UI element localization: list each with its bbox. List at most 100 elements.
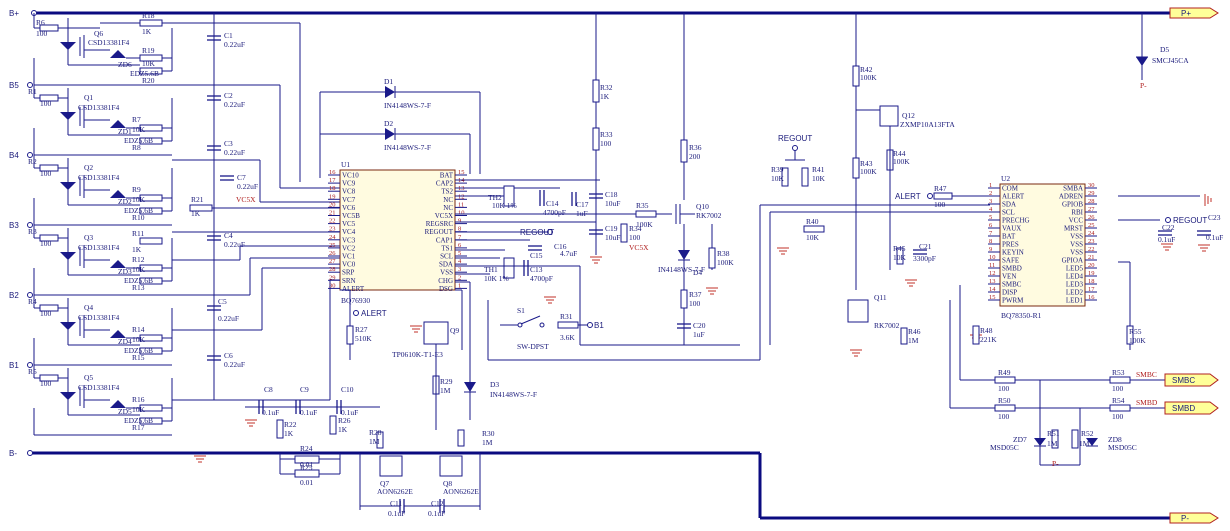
c3-value: 0.22uF <box>224 148 245 157</box>
b-minus-port[interactable]: B- <box>9 449 17 458</box>
b5-port[interactable]: B5 <box>9 81 19 90</box>
u2-pin-name: ADREN <box>1059 193 1083 201</box>
r9-value: 10K <box>132 195 146 204</box>
u1-pin-number: 25 <box>329 242 336 249</box>
c5-ref: C5 <box>218 297 227 306</box>
alert-net-u1: ALERT <box>361 309 387 318</box>
c13-value: 4700pF <box>530 274 553 283</box>
c18-value: 10uF <box>605 199 620 208</box>
r38-ref: R38 <box>717 249 730 258</box>
r55-value: 100K <box>1129 336 1146 345</box>
q10-part: RK7002 <box>696 211 722 220</box>
r18-value: 1K <box>142 27 152 36</box>
c1-value: 0.22uF <box>224 40 245 49</box>
u2-pin-number: 18 <box>1088 278 1095 285</box>
u2-pin-number: 12 <box>989 270 996 277</box>
c16-value: 4.7uF <box>560 249 577 258</box>
input-resistor-labels: R6 100 R1 100 R2 100 R3 100 R4 100 R5 10… <box>28 18 52 388</box>
r29-value: 1M <box>440 386 451 395</box>
u1-pin-number: 12 <box>458 193 465 200</box>
u2-pin-name: GPIOA <box>1062 257 1083 265</box>
r2-ref: R2 <box>28 157 37 166</box>
balance-cell-5 <box>33 365 173 436</box>
r27-value: 510K <box>355 334 372 343</box>
u1-pin-number: 24 <box>329 234 336 241</box>
u1-part: BQ76930 <box>341 296 370 305</box>
r28-value: 1M <box>369 437 380 446</box>
zd2-ref: ZD2 <box>118 197 132 206</box>
u1-pin-number: 16 <box>329 169 336 176</box>
c22-value: 0.1uF <box>1158 235 1175 244</box>
u1-pin-name: REGOUT <box>425 228 454 236</box>
d1-part: IN4148WS-7-F <box>384 101 431 110</box>
r14-ref: R14 <box>132 325 145 334</box>
u1-pin-number: 18 <box>329 185 336 192</box>
u1-pin-number: 29 <box>329 274 336 281</box>
u1-pin-number: 19 <box>329 193 336 200</box>
b4-port[interactable]: B4 <box>9 151 19 160</box>
r36-ref: R36 <box>689 143 702 152</box>
c6-value: 0.22uF <box>224 360 245 369</box>
r25-value: 0.01 <box>300 478 313 487</box>
smbd-port[interactable]: SMBD <box>1164 401 1219 415</box>
r3-ref: R3 <box>28 227 37 236</box>
smbus-p-minus: P- <box>1052 459 1059 468</box>
r19-value: 10K <box>142 59 156 68</box>
u2-part: BQ78350-R1 <box>1001 311 1042 320</box>
th2-value: 10K 1% <box>492 201 517 210</box>
q7-part: AON6262E <box>377 487 413 496</box>
u2-pin-name: SMBA <box>1063 185 1083 193</box>
r31-ref: R31 <box>560 312 573 321</box>
u2-pin-number: 4 <box>989 206 993 213</box>
r8-ref: R8 <box>132 143 141 152</box>
zd3-part: EDZ5.6B <box>124 276 153 285</box>
c11-value: 0.1uF <box>388 509 405 518</box>
r18-ref: R18 <box>142 11 155 20</box>
r40-ref: R40 <box>806 217 819 226</box>
smbus-section: R49 100 R50 100 R53 100 R54 100 SMBC SMB… <box>949 285 1165 468</box>
u2-pin-number: 3 <box>989 198 992 205</box>
r20-ref: R20 <box>142 76 155 85</box>
r47-value: 100 <box>934 200 946 209</box>
zd5-ref: ZD5 <box>118 407 132 416</box>
r54-value: 100 <box>1112 412 1124 421</box>
r31-value: 3.6K <box>560 333 575 342</box>
protection-fets: R28 1M Q7 AON6262E R30 1M Q8 AON6262E C1… <box>359 428 495 518</box>
c14-value: 4700pF <box>543 208 566 217</box>
r46-ref: R46 <box>908 327 921 336</box>
p-plus-port[interactable]: P+ <box>1169 7 1219 19</box>
u1-pin-name: SDA <box>439 261 453 269</box>
r44-ref: R44 <box>893 149 906 158</box>
u1-pin-name: VC4 <box>342 228 356 236</box>
smbd-net: SMBD <box>1136 398 1158 407</box>
r17-ref: R17 <box>132 423 145 432</box>
p-minus-port[interactable]: P- <box>1169 512 1219 524</box>
cell-to-u1-wiring <box>172 84 340 401</box>
q4-ref: Q4 <box>84 303 93 312</box>
d3-part: IN4148WS-7-F <box>490 390 537 399</box>
b-plus-port[interactable]: B+ <box>9 9 19 18</box>
zd1-part: EDZ5.6B <box>124 136 153 145</box>
r39-value: 10K <box>771 174 785 183</box>
c14-ref: C14 <box>546 199 559 208</box>
u2-pin-number: 21 <box>1088 254 1095 261</box>
u2-pin-number: 15 <box>989 294 996 301</box>
regout-net-u1: REGOUT <box>520 228 554 237</box>
r5-ref: R5 <box>28 367 37 376</box>
u2-pin-name: RBI <box>1071 209 1083 217</box>
b1-port[interactable]: B1 <box>9 361 19 370</box>
b2-port[interactable]: B2 <box>9 291 19 300</box>
smbc-port[interactable]: SMBC <box>1164 373 1219 387</box>
zd5-part: EDZ5.6B <box>124 416 153 425</box>
u1-pin-number: 28 <box>329 266 336 273</box>
r35-value: 100K <box>636 220 653 229</box>
q6-ref: Q6 <box>94 29 103 38</box>
smbd-port-label: SMBD <box>1172 404 1195 413</box>
regout-net-right: REGOUT <box>1173 216 1207 225</box>
r41-ref: R41 <box>812 165 825 174</box>
b3-port[interactable]: B3 <box>9 221 19 230</box>
u1-pin-name: VC5B <box>342 212 360 220</box>
u1-pin-name: NC <box>443 196 453 204</box>
